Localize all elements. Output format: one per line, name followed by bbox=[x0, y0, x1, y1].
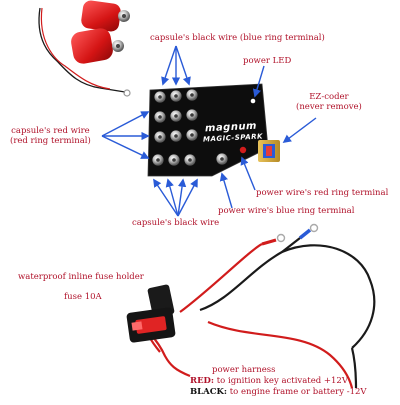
label-capsule-red-wire-line1: capsule's red wire bbox=[11, 126, 90, 136]
label-capsule-black-wire-bottom: capsule's black wire bbox=[132, 218, 220, 228]
arrow-ez-coder bbox=[282, 117, 317, 144]
caption-red-desc: to ignition key activated +12V bbox=[216, 376, 348, 386]
fuse-holder bbox=[126, 284, 176, 343]
board-terminal-screw bbox=[158, 115, 162, 119]
label-capsule-red-wire-line2: (red ring terminal) bbox=[10, 136, 91, 146]
caption-red-key: RED: bbox=[190, 376, 215, 386]
board-terminal-screw bbox=[172, 158, 176, 162]
board-terminal-screw bbox=[190, 133, 194, 137]
board-terminal-screw bbox=[174, 134, 178, 138]
label-ez-coder-line1: EZ-coder bbox=[309, 92, 349, 102]
board-terminal-screw bbox=[156, 158, 160, 162]
caption-black-desc: to engine frame or battery -12V bbox=[229, 387, 367, 397]
arrow-power-red bbox=[240, 156, 256, 191]
board-terminal-screw bbox=[190, 93, 194, 97]
label-fuse-holder: waterproof inline fuse holder bbox=[18, 272, 144, 282]
arrow-power-led bbox=[252, 65, 265, 98]
board-terminal-screw bbox=[158, 135, 162, 139]
arrows-capsule-black-bottom bbox=[153, 178, 198, 217]
label-capsule-black-wire-top: capsule's black wire (blue ring terminal… bbox=[150, 33, 325, 43]
arrows-capsule-black-top bbox=[161, 45, 191, 86]
label-ez-coder-line2: (never remove) bbox=[296, 102, 362, 112]
board-terminal-screw bbox=[174, 94, 178, 98]
label-power-led: power LED bbox=[243, 56, 292, 66]
arrows-capsule-red bbox=[101, 111, 150, 159]
caption-red: RED: to ignition key activated +12V bbox=[190, 376, 348, 386]
board-terminal-screw bbox=[190, 113, 194, 117]
label-power-red-ring: power wire's red ring terminal bbox=[256, 188, 389, 198]
label-power-harness: power harness bbox=[212, 365, 276, 375]
board-terminal-screw bbox=[174, 114, 178, 118]
arrow-power-blue bbox=[219, 172, 233, 209]
label-fuse-10a: fuse 10A bbox=[64, 292, 102, 302]
caption-black-key: BLACK: bbox=[190, 387, 228, 397]
control-board bbox=[147, 83, 280, 177]
label-ez-coder: EZ-coder (never remove) bbox=[296, 92, 362, 112]
caption-black: BLACK: to engine frame or battery -12V bbox=[190, 387, 367, 397]
capsule-pair bbox=[38, 0, 131, 97]
board-terminal-screw bbox=[188, 158, 192, 162]
label-power-blue-ring: power wire's blue ring terminal bbox=[218, 206, 355, 216]
board-terminal-screw bbox=[220, 157, 224, 161]
board-terminal-screw bbox=[158, 95, 162, 99]
label-capsule-red-wire: capsule's red wire (red ring terminal) bbox=[10, 126, 91, 146]
